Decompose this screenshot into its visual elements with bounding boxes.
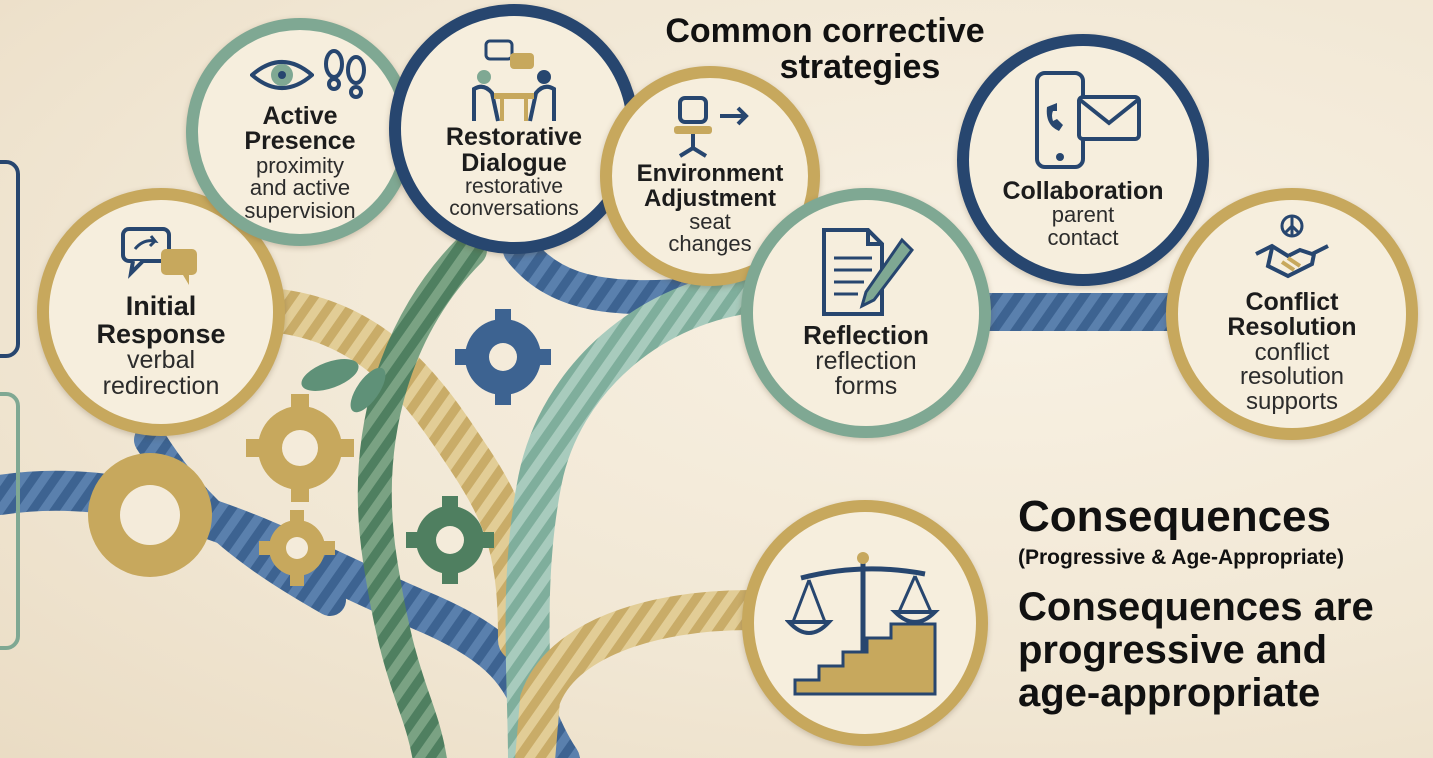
strategy-restorative-dialogue: Restorative Dialogue restorative convers… (389, 4, 639, 254)
document-pen-icon (816, 226, 916, 318)
restorative-dialogue-title-2: Dialogue (461, 148, 567, 177)
initial-response-title-2: Response (96, 318, 226, 349)
gear-icon (246, 394, 354, 502)
collaboration-title-1: Collaboration (1002, 176, 1164, 205)
handshake-peace-icon (1254, 214, 1330, 284)
rope-teal-main (505, 268, 782, 758)
strategy-active-presence: Active Presence proximity and active sup… (186, 18, 414, 246)
meeting-table-icon (464, 39, 564, 123)
edge-panel-top (0, 160, 20, 358)
active-presence-title-2: Presence (244, 127, 356, 156)
collaboration-sub-1: parent (1051, 202, 1115, 228)
consequences-body-2: progressive and (1018, 628, 1328, 673)
conflict-resolution-title-1: Conflict (1245, 287, 1339, 316)
edge-panel-bottom (0, 392, 20, 650)
chair-arrow-icon (668, 96, 752, 160)
leaf-icon (301, 359, 386, 413)
eye-icon (250, 55, 314, 95)
heading-line-2: strategies (779, 47, 941, 86)
consequences-body-3: age-appropriate (1018, 671, 1321, 716)
phone-mail-icon (1023, 70, 1143, 171)
consequences-description: Consequences are progressive and age-app… (1018, 585, 1374, 716)
reflection-title-1: Reflection (803, 320, 929, 351)
strategy-conflict-resolution: Conflict Resolution conflict resolution … (1166, 188, 1418, 440)
restorative-dialogue-sub-2: conversations (449, 196, 579, 220)
gear-icon (259, 510, 335, 586)
environment-adjustment-title-1: Environment (636, 160, 784, 188)
heading-line-1: Common corrective (665, 12, 985, 50)
conflict-resolution-title-2: Resolution (1227, 313, 1357, 342)
environment-adjustment-sub-1: seat (689, 209, 731, 235)
reflection-sub-2: forms (834, 372, 898, 401)
chat-arrow-icon (119, 225, 203, 289)
initial-response-sub-2: redirection (102, 371, 220, 400)
restorative-dialogue-title-1: Restorative (445, 123, 583, 152)
gear-icon (406, 496, 494, 584)
collaboration-sub-2: contact (1047, 224, 1119, 250)
diagram-heading: Common corrective strategies (640, 12, 1010, 86)
initial-response-title-1: Initial (125, 290, 197, 321)
consequences-body-1: Consequences are (1018, 585, 1374, 629)
environment-adjustment-title-2: Adjustment (644, 184, 776, 212)
rope-green-middle (357, 233, 487, 758)
gear-icon (455, 309, 551, 405)
consequences-circle (742, 500, 988, 746)
rope-gold-lower (515, 590, 770, 758)
conflict-resolution-sub-1: conflict (1254, 338, 1330, 366)
active-presence-sub-2: and active (249, 175, 351, 201)
gear-icon (88, 453, 212, 577)
reflection-sub-1: reflection (815, 346, 917, 375)
active-presence-sub-1: proximity (255, 152, 344, 178)
active-presence-sub-3: supervision (244, 197, 356, 223)
consequences-subtitle: (Progressive & Age-Appropriate) (1018, 546, 1344, 569)
restorative-dialogue-sub-1: restorative (464, 175, 564, 199)
initial-response-sub-1: verbal (126, 346, 196, 375)
active-presence-title-1: Active (262, 101, 338, 130)
consequences-title: Consequences (1018, 492, 1331, 541)
conflict-resolution-sub-3: supports (1245, 387, 1339, 415)
strategy-collaboration: Collaboration parent contact (957, 34, 1209, 286)
environment-adjustment-sub-2: changes (668, 231, 752, 257)
strategy-reflection: Reflection reflection forms (741, 188, 991, 438)
conflict-resolution-sub-2: resolution (1239, 363, 1345, 391)
footprints-icon (322, 48, 368, 104)
scales-stairs-icon (785, 548, 945, 698)
